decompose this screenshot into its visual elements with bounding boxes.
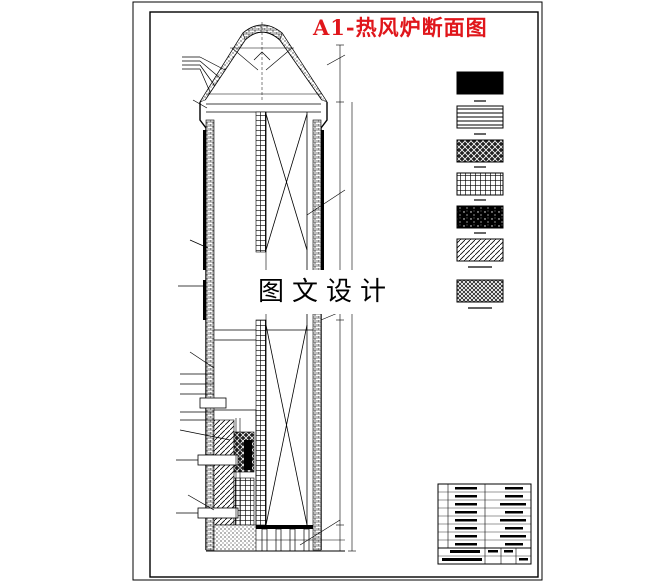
drawing-title: A1-热风炉断面图: [313, 15, 488, 40]
foundation: [206, 519, 345, 552]
legend-swatch-horizontal: [456, 105, 504, 129]
inner-frame: [149, 11, 539, 578]
title-block: [437, 483, 532, 565]
leader-lines: [176, 56, 231, 514]
furnace-shell: [199, 102, 328, 551]
furnace-dome: [199, 22, 328, 103]
outer-frame: [132, 1, 543, 581]
legend-swatch-diagonal: [456, 238, 504, 262]
title-block-entries: [442, 487, 528, 561]
material-legend: [456, 71, 504, 309]
legend-swatch-crosshatch: [456, 139, 504, 163]
combustion-chamber: [197, 339, 257, 552]
watermark-text: 图文设计: [246, 270, 406, 314]
checker-chamber: [255, 111, 313, 552]
legend-swatch-solid: [456, 71, 504, 95]
legend-swatch-fine: [456, 279, 504, 303]
legend-swatch-speckled: [456, 205, 504, 229]
legend-swatch-grid: [456, 172, 504, 196]
